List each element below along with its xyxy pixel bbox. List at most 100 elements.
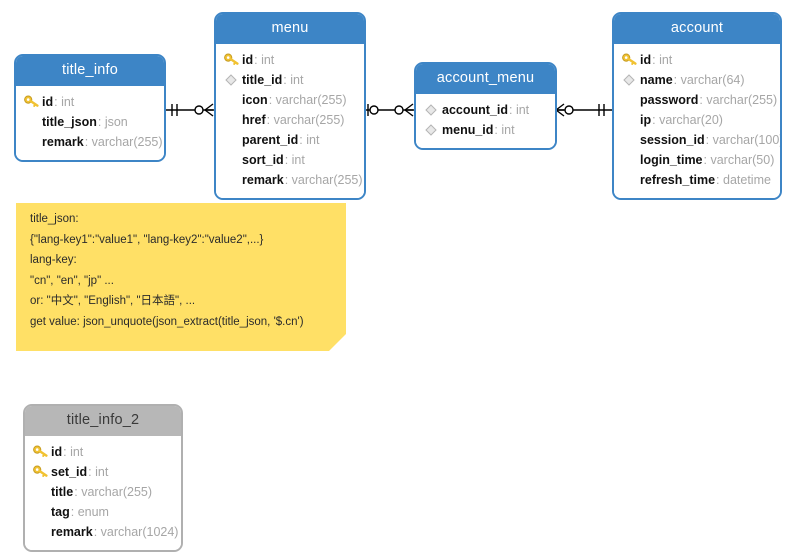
field-name: refresh_time (640, 172, 716, 187)
note-fold-corner-icon (329, 334, 346, 351)
field-name: id (242, 52, 254, 67)
field-row: id: int (31, 442, 173, 462)
field-type: : int (283, 72, 304, 87)
entity-title_info-fields: id: int title_json: json remark: varchar… (16, 85, 164, 160)
field-name: set_id (51, 464, 88, 479)
field-row: title_id: int (222, 70, 356, 90)
primary-key-icon (620, 52, 638, 68)
note-line: lang-key: (30, 254, 77, 266)
field-type: : int (254, 52, 275, 67)
note-line: title_json: (30, 213, 79, 225)
no-icon (222, 172, 240, 188)
field-type: : varchar(255) (699, 92, 778, 107)
no-icon (222, 132, 240, 148)
note-line: or: "中文", "English", "日本語", ... (30, 295, 196, 307)
field-type: : json (97, 114, 128, 129)
no-icon (31, 484, 49, 500)
primary-key-icon (31, 464, 49, 480)
entity-account_menu-fields: account_id: int menu_id: int (416, 93, 555, 148)
field-type: : int (284, 152, 305, 167)
entity-menu[interactable]: menu id: int (214, 12, 366, 200)
field-type: : int (299, 132, 320, 147)
entity-title_info-title: title_info (16, 56, 164, 86)
field-row: name: varchar(64) (620, 70, 772, 90)
entity-account-fields: id: int name: varchar(64) password: varc… (614, 43, 780, 198)
field-name: remark (242, 172, 284, 187)
entity-title_info[interactable]: title_info id: int title_json: json (14, 54, 166, 162)
field-name: tag (51, 504, 70, 519)
entity-account-title: account (614, 14, 780, 44)
field-name: id (640, 52, 652, 67)
field-type: : varchar(20) (652, 112, 723, 127)
field-type: : varchar(255) (268, 92, 347, 107)
entity-account_menu-title: account_menu (416, 64, 555, 94)
field-type: : int (88, 464, 109, 479)
field-name: parent_id (242, 132, 299, 147)
field-name: id (51, 444, 63, 459)
field-row: menu_id: int (422, 120, 547, 140)
field-type: : int (652, 52, 673, 67)
no-icon (222, 112, 240, 128)
field-name: login_time (640, 152, 703, 167)
field-row: refresh_time: datetime (620, 170, 772, 190)
field-type: : varchar(1024) (93, 524, 179, 539)
field-name: ip (640, 112, 652, 127)
field-row: title_json: json (22, 112, 156, 132)
foreign-key-icon (620, 72, 638, 88)
field-type: : varchar(100) (705, 132, 782, 147)
field-row: parent_id: int (222, 130, 356, 150)
entity-title_info_2[interactable]: title_info_2 id: int (23, 404, 183, 552)
primary-key-icon (22, 94, 40, 110)
field-row: account_id: int (422, 100, 547, 120)
field-name: sort_id (242, 152, 284, 167)
no-icon (22, 114, 40, 130)
field-type: : varchar(64) (673, 72, 745, 87)
field-type: : int (54, 94, 75, 109)
field-row: id: int (620, 50, 772, 70)
field-name: account_id (442, 102, 508, 117)
field-row: tag: enum (31, 502, 173, 522)
field-name: session_id (640, 132, 705, 147)
no-icon (620, 172, 638, 188)
field-type: : varchar(255) (266, 112, 345, 127)
field-row: remark: varchar(255) (22, 132, 163, 152)
field-row: session_id: varchar(100) (620, 130, 780, 150)
note-line: {"lang-key1":"value1", "lang-key2":"valu… (30, 233, 264, 246)
no-icon (620, 132, 638, 148)
field-name: name (640, 72, 673, 87)
field-type: : varchar(255) (74, 484, 153, 499)
primary-key-icon (222, 52, 240, 68)
field-name: menu_id (442, 122, 494, 137)
field-name: href (242, 112, 266, 127)
field-row: id: int (22, 92, 156, 112)
no-icon (620, 92, 638, 108)
field-type: : int (63, 444, 84, 459)
no-icon (31, 524, 49, 540)
field-type: : varchar(50) (703, 152, 775, 167)
field-row: ip: varchar(20) (620, 110, 772, 130)
entity-account_menu[interactable]: account_menu account_id: int menu_id: in… (414, 62, 557, 150)
primary-key-icon (31, 444, 49, 460)
field-type: : int (494, 122, 515, 137)
no-icon (620, 112, 638, 128)
field-name: password (640, 92, 699, 107)
field-name: title (51, 484, 74, 499)
entity-menu-fields: id: int title_id: int icon: varchar(255)… (216, 43, 364, 198)
field-row: remark: varchar(1024) (31, 522, 178, 542)
no-icon (31, 504, 49, 520)
field-row: sort_id: int (222, 150, 356, 170)
foreign-key-icon (222, 72, 240, 88)
field-row: title: varchar(255) (31, 482, 173, 502)
field-name: title_id (242, 72, 283, 87)
field-row: icon: varchar(255) (222, 90, 356, 110)
entity-account[interactable]: account id: int (612, 12, 782, 200)
field-name: remark (42, 134, 84, 149)
field-row: href: varchar(255) (222, 110, 356, 130)
note-line: "cn", "en", "jp" ... (30, 274, 114, 287)
field-row: id: int (222, 50, 356, 70)
field-row: password: varchar(255) (620, 90, 777, 110)
field-name: icon (242, 92, 268, 107)
no-icon (222, 152, 240, 168)
field-row: remark: varchar(255) (222, 170, 363, 190)
sticky-note-title_json[interactable]: title_json: {"lang-key1":"value1", "lang… (16, 203, 346, 351)
